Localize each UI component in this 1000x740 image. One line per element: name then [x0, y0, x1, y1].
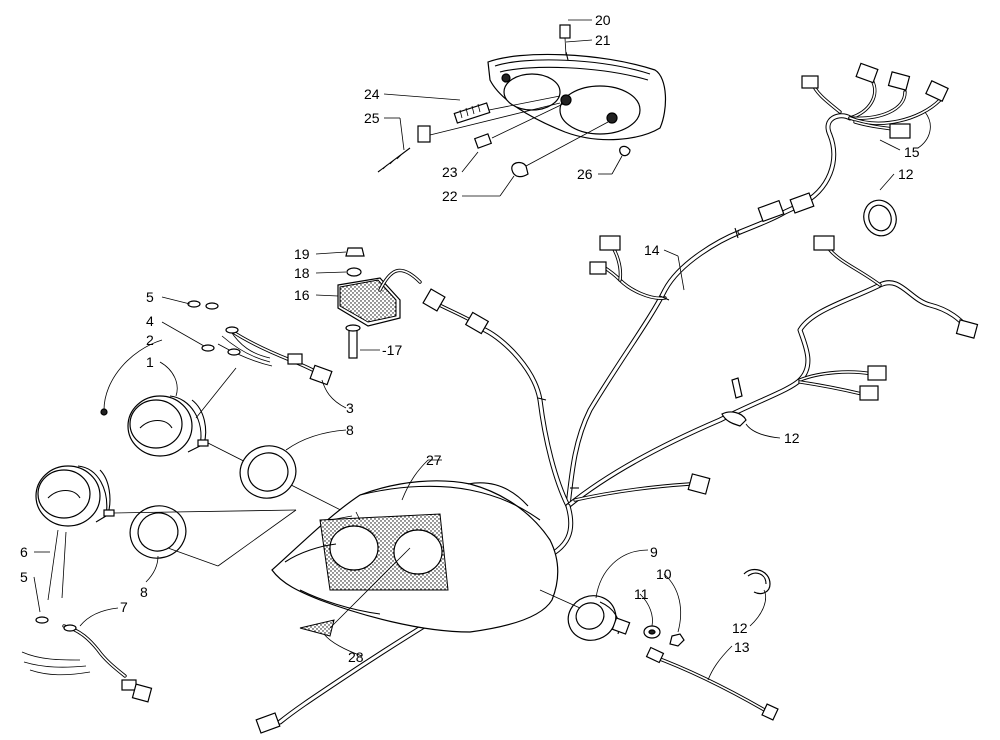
headlight-assembly: [487, 51, 667, 141]
callout-24: 24: [364, 86, 380, 102]
callout-16: 16: [294, 287, 310, 303]
callout-14: 14: [644, 242, 660, 258]
leader-lines: [33, 19, 901, 681]
callout-9: 9: [650, 544, 658, 560]
callout-1: 1: [146, 354, 154, 370]
callout-2: 2: [146, 332, 154, 348]
speedometer-wiring: [21, 529, 153, 703]
callout-4: 4: [146, 313, 154, 329]
washer: [643, 625, 661, 639]
bulb-retainer: [511, 121, 609, 178]
callout-19: 19: [294, 246, 310, 262]
callout-7: 7: [120, 599, 128, 615]
tachometer-gauge: [100, 395, 401, 541]
callout-28: 28: [348, 649, 364, 665]
callout-20: 20: [595, 12, 611, 28]
voltage-regulator: [337, 247, 422, 359]
callout-22: 22: [442, 188, 458, 204]
gauge-bezel-ring-upper: [239, 445, 297, 499]
callout-21: 21: [595, 32, 611, 48]
console-decal: [299, 547, 411, 637]
callout-15: 15: [904, 144, 920, 160]
tachometer-wiring: [187, 300, 333, 419]
callout-labels: 20 21 24 25 23 22 26 15 12 14 19 18 16 -…: [20, 12, 920, 665]
speedometer-cable: [645, 646, 779, 721]
bulb-socket: [473, 103, 564, 149]
speedometer-drive: [539, 589, 631, 641]
callout-26: 26: [577, 166, 593, 182]
callout-12-lower: 12: [732, 620, 748, 636]
callout-6: 6: [20, 544, 28, 560]
callout-18: 18: [294, 265, 310, 281]
callout-8-upper: 8: [346, 422, 354, 438]
callout-3: 3: [346, 400, 354, 416]
callout-25: 25: [364, 110, 380, 126]
callout-17: -17: [382, 342, 402, 358]
speedometer-gauge: [35, 465, 297, 567]
harness-clamp-upper: [863, 199, 897, 237]
headlight-bolt: [377, 102, 561, 173]
bulb: [619, 145, 631, 157]
gauge-bezel-ring-lower: [129, 505, 187, 559]
callout-8-lower: 8: [140, 584, 148, 600]
callout-5-lower: 5: [20, 569, 28, 585]
headlight-clip: [559, 24, 571, 56]
nut: [669, 633, 685, 647]
callout-10: 10: [656, 566, 672, 582]
callout-5-upper: 5: [146, 289, 154, 305]
retaining-ring: [743, 568, 771, 595]
callout-12-middle: 12: [784, 430, 800, 446]
harness-connectors: [255, 62, 979, 734]
callout-23: 23: [442, 164, 458, 180]
callout-13: 13: [734, 639, 750, 655]
callout-12-upper: 12: [898, 166, 914, 182]
instrument-console: [271, 480, 559, 633]
callout-27: 27: [426, 452, 442, 468]
adjuster-screw: [453, 95, 561, 124]
callout-11: 11: [634, 586, 649, 602]
